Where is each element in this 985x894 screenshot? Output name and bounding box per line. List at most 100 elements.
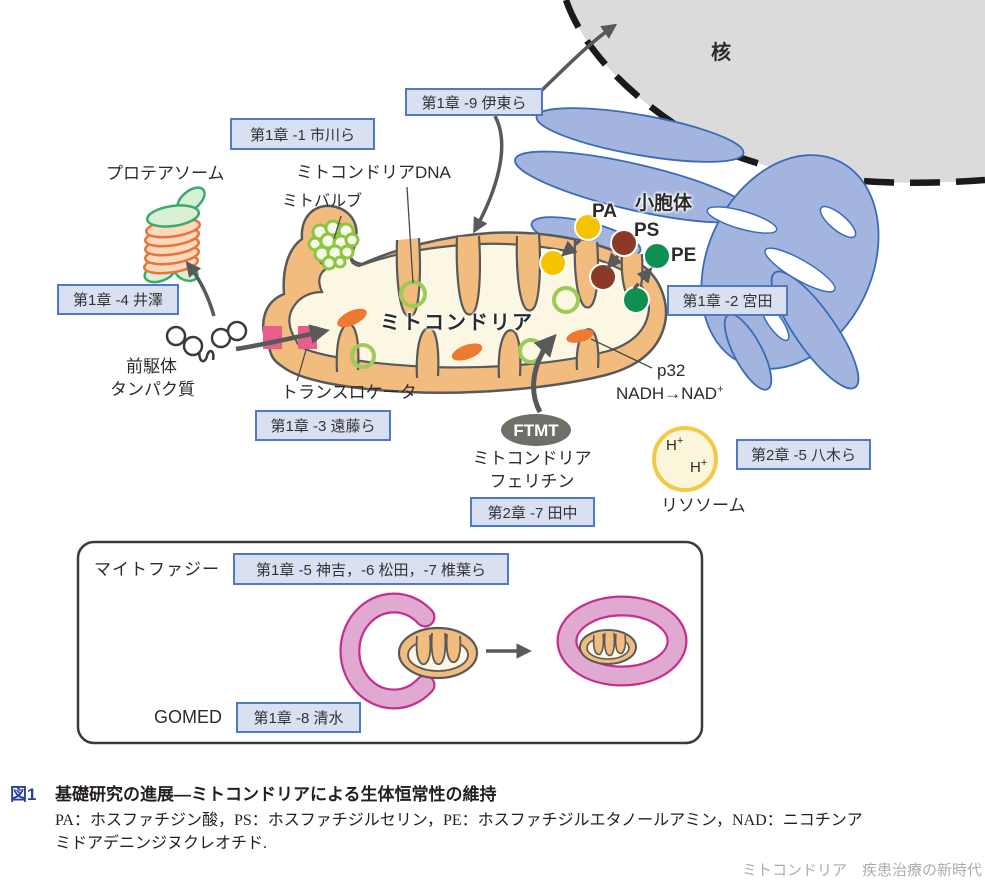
chapter-box-ichikawa: 第1章 -1 市川ら xyxy=(230,118,375,150)
arrow-ftmt xyxy=(531,333,557,414)
ftmt-shape xyxy=(501,414,571,446)
leader-mitoball xyxy=(333,215,342,240)
leader-p32 xyxy=(590,338,653,369)
small-mito-cristae xyxy=(415,632,462,666)
er-label: 小胞体 xyxy=(635,193,693,214)
crista-finger xyxy=(455,235,482,316)
lipid-transfer-arrows xyxy=(561,238,653,291)
h-sup: + xyxy=(700,457,708,469)
leader-lines xyxy=(296,186,653,382)
pa-dot-er xyxy=(574,213,602,241)
precursor-label-line1: 前駆体 xyxy=(126,357,177,376)
mitochondria-label: ミトコンドリア xyxy=(380,312,534,334)
mitophagy-label: マイトファジー xyxy=(94,560,220,579)
precursor-chain xyxy=(198,347,215,363)
mitophagy-panel xyxy=(76,540,704,745)
p32-label: p32 xyxy=(657,361,686,380)
mitoball-cluster xyxy=(307,219,360,271)
figure-number: 図1 xyxy=(10,785,37,804)
arrow-pa xyxy=(561,238,582,257)
arrow-to-mitochondria xyxy=(473,115,504,234)
chapter-box-yagi: 第2章 -5 八木ら xyxy=(736,439,871,470)
small-mitochondrion-2 xyxy=(579,629,637,665)
granule xyxy=(337,308,367,328)
mitoball-circle xyxy=(344,232,360,248)
figure-legend-line2: ミドアデニンジヌクレオチド. xyxy=(55,835,268,852)
dna-nucleoid-ring xyxy=(552,286,580,314)
book-credit: ミトコンドリア 疾患治療の新時代 xyxy=(741,862,982,879)
pe-dot-mito xyxy=(622,286,650,314)
translocator-label: トランスロケータ xyxy=(281,383,417,402)
matrix-granules xyxy=(337,308,594,361)
nadh-text: NADH→NAD xyxy=(616,384,718,403)
mitoball-circle xyxy=(333,255,347,269)
ps-label: PS xyxy=(634,220,660,241)
er-shape xyxy=(514,107,880,391)
lysosome-shape xyxy=(652,426,718,492)
lipid-dots xyxy=(539,213,671,314)
nucleus-shape xyxy=(566,0,985,183)
proteasome-icon xyxy=(142,186,206,284)
pe-dot-er xyxy=(643,242,671,270)
granule xyxy=(566,329,594,343)
ferritin-label-line2: フェリチン xyxy=(489,472,575,491)
small-mito-cristae xyxy=(592,632,627,657)
leader-mito-dna xyxy=(406,186,414,284)
chapter-box-ito: 第1章 -9 伊東ら xyxy=(405,88,543,116)
precursor-bead xyxy=(165,325,187,347)
pa-label: PA xyxy=(592,201,617,222)
ftmt-label: FTMT xyxy=(513,421,559,440)
arrow-pe xyxy=(632,267,653,291)
granule xyxy=(451,343,483,361)
pa-dot-mito xyxy=(539,249,567,277)
er-hole xyxy=(706,206,778,234)
small-mitochondrion-1 xyxy=(397,626,479,680)
pe-label: PE xyxy=(671,245,697,266)
er-lobe xyxy=(770,270,860,390)
proteasome-cap xyxy=(145,204,201,228)
h-sup: + xyxy=(676,435,684,447)
autophagosome-ring-fill xyxy=(558,597,686,685)
ps-dot-er xyxy=(610,229,638,257)
leader-translocator xyxy=(296,349,307,382)
chapter-box-mitophagy-authors: 第1章 -5 神吉，-6 松田，-7 椎葉ら xyxy=(233,553,509,585)
chapter-box-shimizu: 第1章 -8 清水 xyxy=(236,702,361,733)
precursor-label-line2: タンパク質 xyxy=(110,380,195,399)
chapter-box-izawa: 第1章 -4 井澤 xyxy=(57,284,179,315)
mitoball-circle xyxy=(339,244,355,260)
arrow-to-nucleus xyxy=(538,23,618,94)
crista-finger xyxy=(415,327,440,379)
precursor-bead xyxy=(226,320,248,342)
precursor-protein-beads xyxy=(165,320,248,363)
mito-dna-label: ミトコンドリアDNA xyxy=(296,163,451,182)
nucleus-label: 核 xyxy=(711,42,731,64)
crista-finger xyxy=(515,233,542,312)
h-text: H xyxy=(666,437,677,454)
h-plus-label-2: H+ xyxy=(690,457,708,477)
figure-title: 基礎研究の進展―ミトコンドリアによる生体恒常性の維持 xyxy=(55,785,497,804)
arrow-ps xyxy=(606,252,623,269)
chapter-box-tanaka: 第2章 -7 田中 xyxy=(470,497,595,527)
er-lobe xyxy=(535,107,745,163)
nadh-label: NADH→NAD+ xyxy=(616,384,724,404)
er-hole xyxy=(819,205,857,239)
isolation-membrane-fill xyxy=(341,594,434,708)
h-plus-label-1: H+ xyxy=(666,435,684,455)
ps-dot-mito xyxy=(589,263,617,291)
gomed-label: GOMED xyxy=(154,707,223,727)
mitoball-label: ミトバルブ xyxy=(282,193,363,210)
chapter-box-miyata: 第1章 -2 宮田 xyxy=(667,285,788,316)
mitoball-circle xyxy=(321,255,337,271)
dna-nucleoid-ring xyxy=(350,343,376,369)
h-text: H xyxy=(690,459,701,476)
ferritin-label-line1: ミトコンドリア xyxy=(472,449,592,468)
proteasome-label: プロテアソーム xyxy=(106,164,225,183)
chapter-box-endo: 第1章 -3 遠藤ら xyxy=(255,410,391,441)
er-hole xyxy=(764,247,836,293)
figure-legend-line1: PA：ホスファチジン酸，PS：ホスファチジルセリン，PE：ホスファチジルエタノー… xyxy=(55,812,863,829)
lysosome-label: リソソーム xyxy=(661,496,746,515)
nadh-sup: + xyxy=(717,383,724,396)
arrow-import xyxy=(235,324,330,352)
